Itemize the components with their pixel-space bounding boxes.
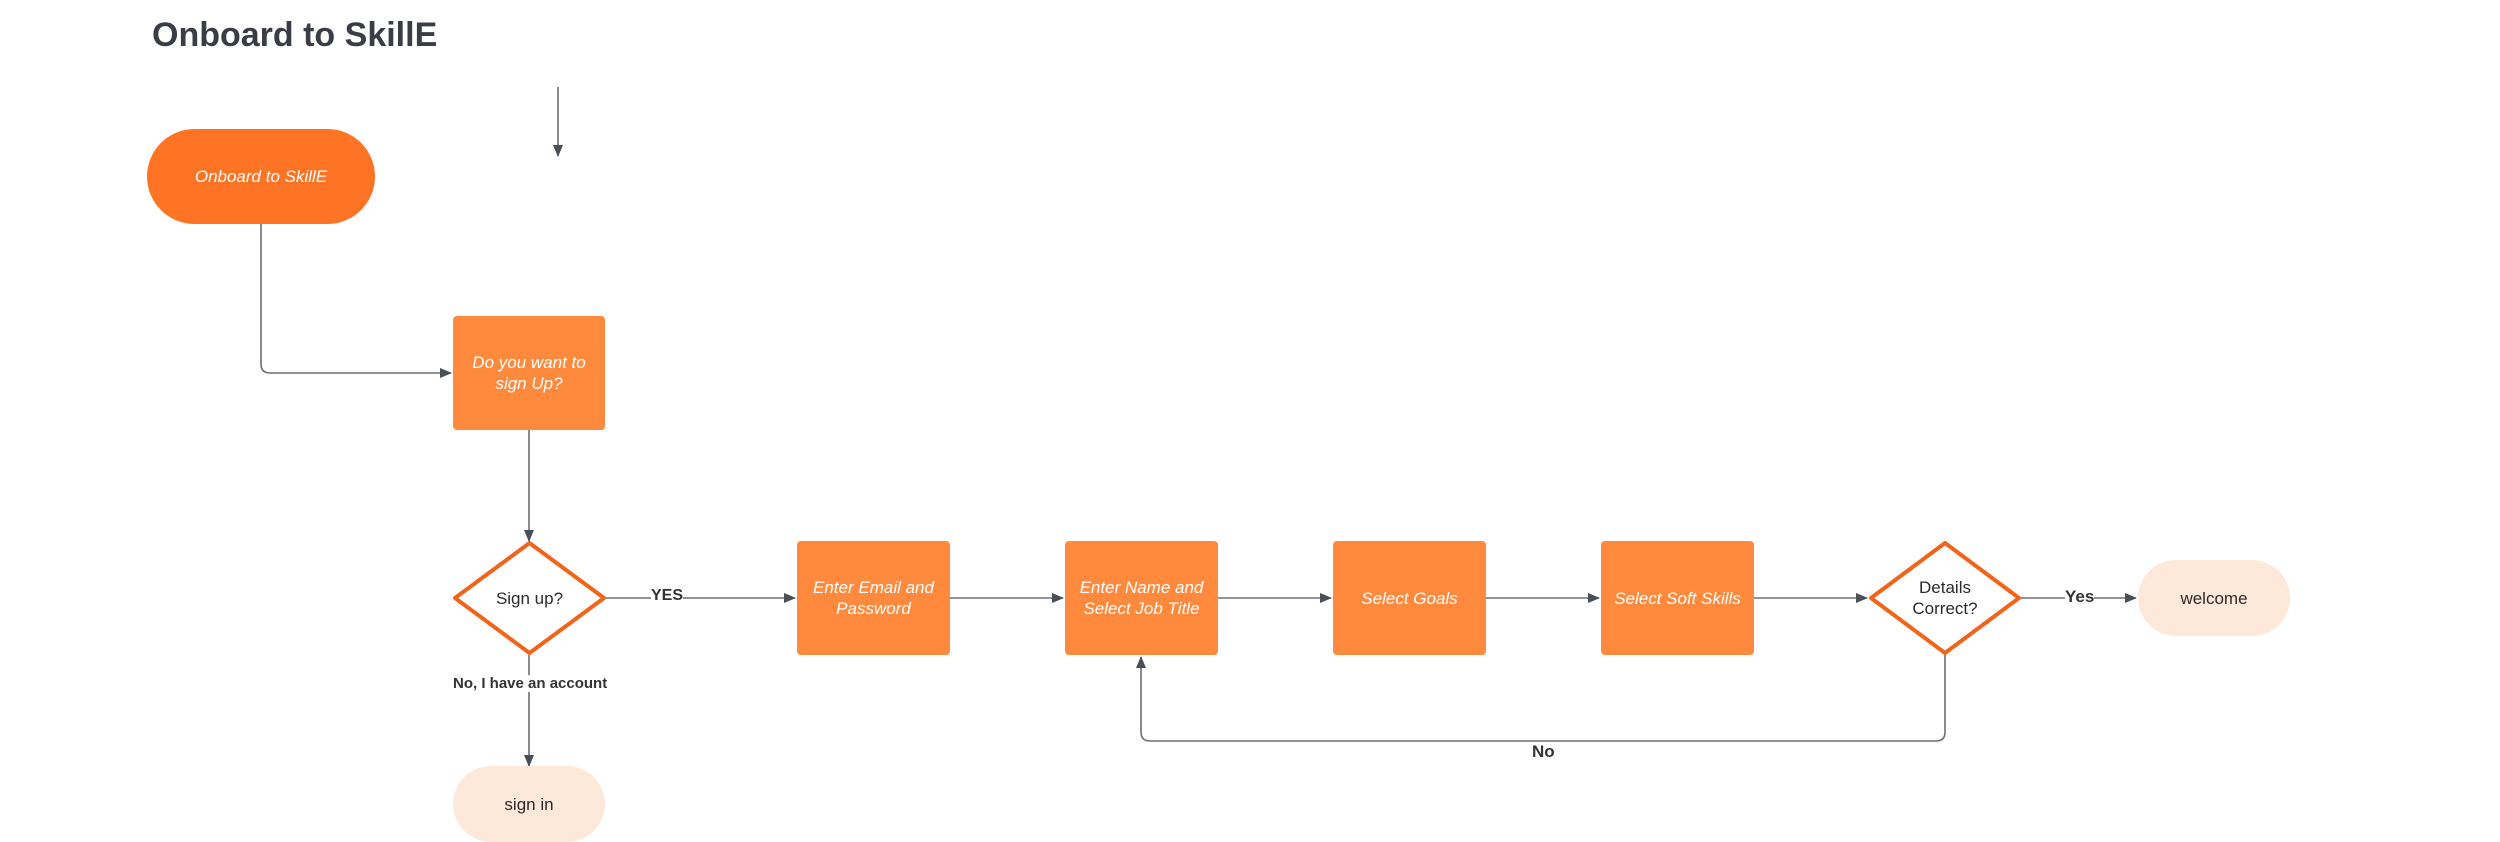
signup-decision-shape (453, 541, 606, 655)
goals-label: Select Goals (1361, 588, 1458, 608)
soft-skills-process[interactable]: Select Soft Skills (1601, 541, 1754, 655)
name-job-label: Enter Name and Select Job Title (1079, 578, 1204, 618)
email-password-process[interactable]: Enter Email and Password (797, 541, 950, 655)
soft-skills-label: Select Soft Skills (1614, 588, 1741, 608)
edge-start-to-want-signup (260, 224, 452, 378)
sign-in-terminal[interactable]: sign in (453, 766, 605, 842)
welcome-label: welcome (2180, 588, 2248, 608)
welcome-terminal[interactable]: welcome (2138, 560, 2290, 636)
email-password-label: Enter Email and Password (813, 578, 934, 618)
details-decision[interactable]: Details Correct? (1869, 541, 2021, 655)
edge-label-no-account: No, I have an account (453, 675, 608, 692)
sign-in-label: sign in (504, 794, 554, 814)
edge-label-no-details: No (1532, 742, 1555, 762)
signup-decision[interactable]: Sign up? (453, 541, 606, 655)
start-terminal-label: Onboard to SkillE (194, 167, 328, 186)
name-job-process[interactable]: Enter Name and Select Job Title (1065, 541, 1218, 655)
details-decision-label: Details Correct? (1912, 578, 1978, 618)
edge-label-yes-signup: YES (651, 587, 684, 605)
want-signup-label: Do you want to sign Up? (472, 353, 586, 393)
goals-process[interactable]: Select Goals (1333, 541, 1486, 655)
page-title: Onboard to SkillE (152, 16, 438, 54)
want-signup-process[interactable]: Do you want to sign Up? (453, 316, 605, 430)
details-decision-shape (1869, 541, 2021, 655)
edge-details-no-loop (1136, 655, 1946, 742)
signup-decision-label: Sign up? (495, 588, 564, 608)
edge-label-yes-details: Yes (2065, 587, 2095, 607)
start-terminal[interactable]: Onboard to SkillE (147, 129, 375, 224)
